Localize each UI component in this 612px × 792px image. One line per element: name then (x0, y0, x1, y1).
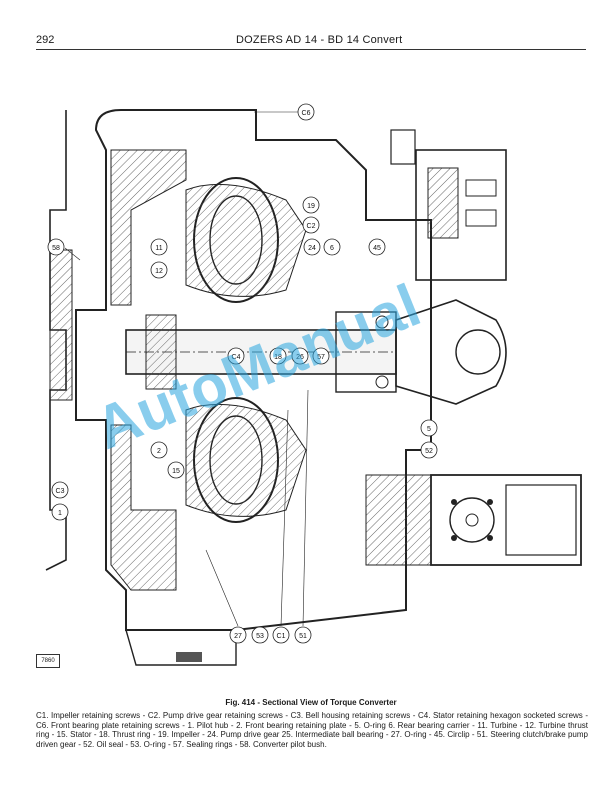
svg-text:2: 2 (157, 448, 161, 455)
svg-text:C6: C6 (302, 110, 311, 117)
sectional-drawing: C6 19 C2 24 6 45 58 11 (45, 103, 582, 666)
svg-text:24: 24 (308, 245, 316, 252)
callout-45: 45 (368, 238, 386, 256)
svg-text:C4: C4 (232, 354, 241, 361)
valve-block (415, 149, 507, 281)
callout-C4: C4 (227, 347, 245, 365)
pilot-hub-section (49, 249, 73, 401)
svg-text:19: 19 (307, 203, 315, 210)
svg-text:18: 18 (274, 354, 282, 361)
svg-text:15: 15 (172, 468, 180, 475)
svg-text:11: 11 (155, 245, 162, 252)
svg-text:C2: C2 (307, 223, 316, 230)
svg-text:45: 45 (373, 245, 381, 252)
callout-57: 57 (312, 347, 330, 365)
callout-26: 26 (291, 347, 309, 365)
figure-legend: C1. Impeller retaining screws - C2. Pump… (36, 711, 588, 749)
svg-text:26: 26 (296, 354, 304, 361)
document-title: DOZERS AD 14 - BD 14 Convert (236, 34, 403, 46)
header-rule (36, 49, 586, 50)
svg-text:C3: C3 (56, 488, 65, 495)
callout-11: 11 (150, 238, 168, 256)
callout-2: 2 (150, 441, 168, 459)
housing-outline (75, 109, 432, 631)
svg-text:57: 57 (317, 354, 325, 361)
callout-27: 27 (205, 549, 247, 644)
svg-text:51: 51 (299, 633, 307, 640)
callout-C1: C1 (272, 409, 290, 644)
callout-24: 24 (303, 238, 321, 256)
front-housing-section (110, 149, 187, 306)
callout-19: 19 (302, 196, 320, 214)
svg-text:58: 58 (52, 245, 60, 252)
callout-15: 15 (167, 461, 185, 479)
page-header: 292 DOZERS AD 14 - BD 14 Convert (36, 34, 586, 50)
callout-C3: C3 (51, 481, 69, 499)
impeller-shell-upper (185, 183, 307, 297)
callout-C2: C2 (302, 216, 320, 234)
callout-51: 51 (294, 389, 312, 644)
callout-1: 1 (51, 503, 69, 521)
callout-C6: C6 (254, 103, 315, 121)
svg-text:53: 53 (256, 633, 264, 640)
svg-text:27: 27 (234, 633, 242, 640)
figure-reference-code: 7860 (36, 654, 60, 668)
svg-text:6: 6 (330, 245, 334, 252)
svg-text:12: 12 (155, 268, 163, 275)
page-number: 292 (36, 34, 55, 46)
svg-text:5: 5 (427, 426, 431, 433)
callout-12: 12 (150, 261, 168, 279)
callout-18: 18 (269, 347, 287, 365)
svg-text:52: 52 (425, 448, 433, 455)
callout-5: 5 (420, 419, 438, 437)
torque-converter-diagram: C6 19 C2 24 6 45 58 11 (36, 90, 588, 670)
callout-6: 6 (323, 238, 341, 256)
callout-58: 58 (47, 238, 81, 261)
svg-text:C1: C1 (277, 633, 286, 640)
callout-52: 52 (420, 441, 438, 459)
svg-text:1: 1 (58, 510, 62, 517)
figure-caption-title: Fig. 414 - Sectional View of Torque Conv… (225, 698, 397, 707)
impeller-shell-lower (185, 403, 307, 517)
lower-housing-section (110, 424, 177, 591)
callout-53: 53 (251, 626, 269, 644)
output-yoke (395, 299, 507, 405)
front-bearing (145, 314, 177, 390)
